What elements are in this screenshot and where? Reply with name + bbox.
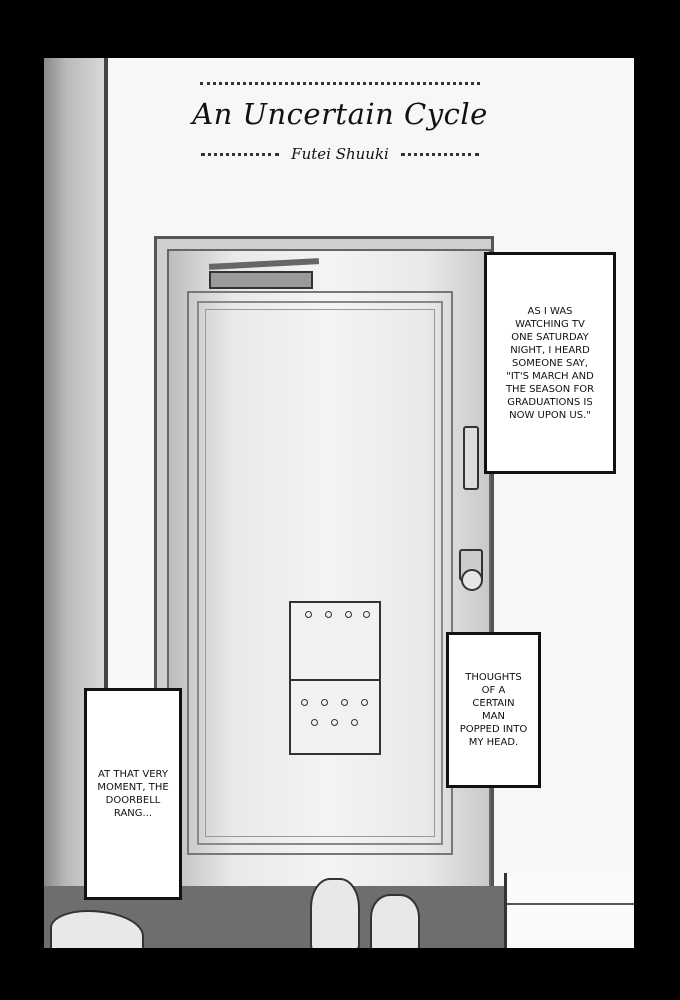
sneaker-left	[310, 878, 360, 948]
caption-text-3: AT THAT VERY MOMENT, THE DOORBELL RANG..…	[97, 769, 169, 819]
door-closer	[209, 271, 313, 289]
mail-slot-hole	[311, 719, 318, 726]
mail-slot-hole	[345, 611, 352, 618]
door-panel-innermost	[205, 309, 435, 837]
subtitle-right-dots	[400, 152, 479, 156]
caption-text-1: AS I WAS WATCHING TV ONE SATURDAY NIGHT,…	[505, 305, 595, 421]
mail-slot-hole	[351, 719, 358, 726]
mail-slot-hole	[361, 699, 368, 706]
caption-box-3: AT THAT VERY MOMENT, THE DOORBELL RANG..…	[84, 688, 182, 900]
caption-text-2: THOUGHTS OF A CERTAIN MAN POPPED INTO MY…	[459, 672, 528, 748]
mail-slot-hole	[321, 699, 328, 706]
mail-slot-hole	[363, 611, 370, 618]
mail-slot-hole	[341, 699, 348, 706]
title-block: An Uncertain Cycle Futei Shuuki	[190, 82, 490, 163]
door-panel-inner	[197, 301, 443, 845]
mail-slot-hole	[331, 719, 338, 726]
door-closer-arm	[208, 258, 320, 270]
caption-box-2: THOUGHTS OF A CERTAIN MAN POPPED INTO MY…	[446, 632, 541, 788]
chapter-subtitle: Futei Shuuki	[291, 145, 389, 163]
mail-slot-hole	[301, 699, 308, 706]
mail-slot-hole	[325, 611, 332, 618]
title-top-dots	[200, 82, 480, 85]
door	[167, 249, 491, 889]
mail-slot-flap	[291, 679, 379, 753]
floor-tiles	[504, 873, 634, 948]
chapter-title: An Uncertain Cycle	[192, 97, 488, 131]
left-wall	[44, 58, 108, 948]
mail-slot-hole	[305, 611, 312, 618]
mail-slot	[289, 601, 381, 755]
sneaker-right	[370, 894, 420, 948]
manga-page: An Uncertain Cycle Futei Shuuki	[44, 58, 634, 948]
subtitle-row: Futei Shuuki	[190, 145, 490, 163]
caption-box-1: AS I WAS WATCHING TV ONE SATURDAY NIGHT,…	[484, 252, 616, 474]
subtitle-left-dots	[201, 152, 280, 156]
door-frame	[154, 236, 494, 892]
door-panel	[187, 291, 453, 855]
door-knob	[461, 569, 483, 591]
door-handle	[463, 426, 479, 490]
